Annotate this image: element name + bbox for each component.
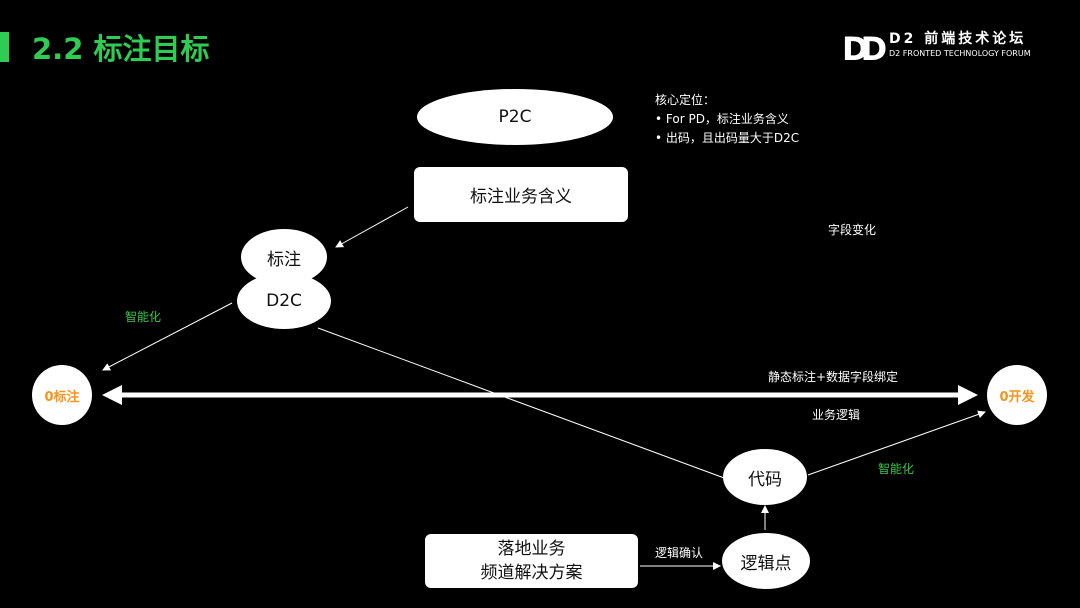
- logo-title: D2 前端技术论坛: [889, 31, 1027, 47]
- core-item: • For PD，标注业务含义: [655, 112, 789, 126]
- node-annotate-meaning: 标注业务含义: [414, 167, 628, 222]
- node-code: 代码: [723, 449, 807, 505]
- node-landing: 落地业务 频道解决方案: [425, 534, 638, 588]
- node-p2c: P2C: [417, 89, 613, 145]
- label-smart-right: 智能化: [878, 462, 915, 476]
- label-smart-left: 智能化: [125, 310, 162, 324]
- arrow-d2c-to-code: [317, 327, 736, 484]
- landing-line2: 频道解决方案: [480, 563, 583, 583]
- node-zero-dev: 0开发: [987, 365, 1047, 425]
- label-biz-logic: 业务逻辑: [812, 408, 861, 422]
- double-arrow-right-head: [958, 385, 978, 405]
- logo-subtitle: D2 FRONTED TECHNOLOGY FORUM: [889, 49, 1031, 58]
- label-field-change: 字段变化: [828, 223, 877, 237]
- title-bar-accent: [0, 32, 9, 62]
- core-title: 核心定位：: [655, 93, 716, 107]
- node-annotate: 标注: [241, 229, 327, 285]
- arrow-d2c-to-zero: [102, 302, 233, 371]
- node-logic-point: 逻辑点: [722, 533, 810, 589]
- arrow-code-to-dev: [807, 410, 986, 476]
- node-zero-annotate: 0标注: [32, 365, 92, 425]
- label-logic-confirm: 逻辑确认: [655, 546, 704, 560]
- double-arrow-left-head: [102, 385, 122, 405]
- node-d2c: D2C: [237, 273, 331, 329]
- landing-line1: 落地业务: [497, 539, 566, 559]
- arrow-meaning-to-annotate: [335, 206, 409, 248]
- page-title: 2.2 标注目标: [32, 32, 210, 66]
- label-static: 静态标注+数据字段绑定: [768, 370, 899, 384]
- core-item: • 出码，且出码量大于D2C: [655, 131, 800, 145]
